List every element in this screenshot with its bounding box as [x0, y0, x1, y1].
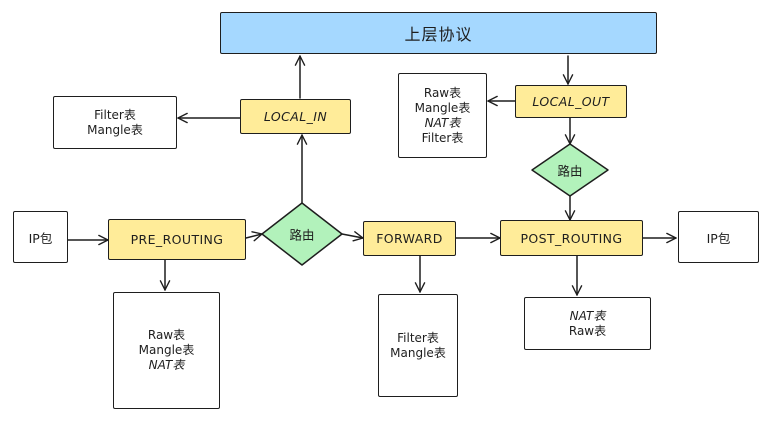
table-entry: Mangle表: [414, 100, 471, 115]
hook-local-out: LOCAL_OUT: [515, 85, 627, 118]
hook-forward: FORWARD: [363, 221, 456, 256]
table-entry: Filter表: [397, 330, 439, 345]
tables-post-routing: NAT表 Raw表: [524, 297, 651, 350]
ip-packet-output: IP包: [678, 211, 759, 263]
route-middle-label: 路由: [289, 227, 315, 243]
forward-label: FORWARD: [376, 231, 443, 246]
upper-protocol-label: 上层协议: [404, 25, 473, 44]
route-output-label: 路由: [557, 163, 583, 179]
ip-input-label: IP包: [28, 230, 53, 246]
tables-local-in: Filter表 Mangle表: [53, 96, 177, 149]
table-entry: Raw表: [568, 323, 607, 338]
tables-local-out: Raw表 Mangle表 NAT表 Filter表: [398, 73, 487, 158]
route-decision-middle: [261, 202, 343, 266]
table-entry: Mangle表: [87, 122, 143, 137]
ip-output-label: IP包: [706, 230, 731, 246]
post-routing-label: POST_ROUTING: [520, 230, 623, 246]
table-entry: NAT表: [148, 358, 185, 372]
hook-local-in: LOCAL_IN: [240, 99, 351, 134]
arrow-prerouting-to-route: [245, 231, 263, 242]
table-entry: Raw表: [147, 328, 186, 342]
table-entry: Mangle表: [390, 345, 446, 360]
tables-pre-routing: Raw表 Mangle表 NAT表: [113, 292, 220, 409]
hook-post-routing: POST_ROUTING: [500, 220, 643, 256]
arrow-route-to-forward: [341, 231, 364, 242]
table-entry: NAT表: [569, 308, 606, 323]
local-in-label: LOCAL_IN: [263, 109, 328, 124]
ip-packet-input: IP包: [13, 211, 68, 263]
upper-protocol-box: 上层协议: [220, 12, 657, 54]
table-entry: NAT表: [424, 115, 461, 130]
local-out-label: LOCAL_OUT: [532, 94, 610, 109]
table-entry: Filter表: [94, 107, 136, 122]
table-entry: Mangle表: [138, 343, 195, 357]
table-entry: Raw表: [423, 85, 462, 100]
table-entry: Filter表: [421, 130, 464, 145]
hook-pre-routing: PRE_ROUTING: [108, 219, 246, 260]
pre-routing-label: PRE_ROUTING: [130, 232, 224, 247]
tables-forward: Filter表 Mangle表: [378, 294, 458, 397]
